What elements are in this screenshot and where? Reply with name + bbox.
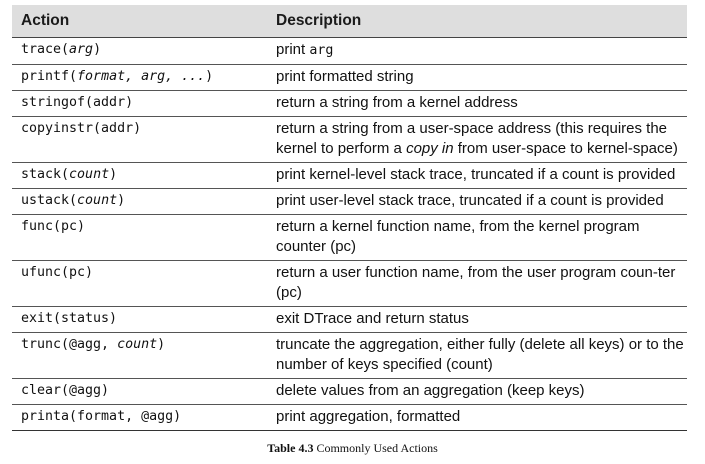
action-seg-0: copyinstr(addr): [21, 121, 142, 136]
description-cell: return a string from a kernel address: [265, 90, 687, 117]
column-header-action: Action: [12, 5, 265, 38]
description-seg-0: print user-level stack trace, truncated …: [276, 192, 664, 209]
table-row: ufunc(pc) return a user function name, fr…: [12, 260, 687, 307]
action-seg-0: stack(: [21, 167, 70, 182]
description-seg-0: print formatted string: [276, 68, 414, 85]
action-seg-0: stringof(addr): [21, 95, 134, 110]
table-row: stack(count) print kernel-level stack tra…: [12, 162, 687, 189]
action-cell: clear(@agg): [12, 378, 265, 405]
table-row: printa(format, @agg) print aggregation, f…: [12, 404, 687, 431]
description-cell: print aggregation, formatted: [265, 404, 687, 431]
caption-label: Table 4.3: [267, 441, 314, 455]
description-seg-0: truncate the aggregation, either fully (…: [276, 336, 684, 373]
action-cell: copyinstr(addr): [12, 116, 265, 163]
table-row: printf(format, arg, ...) print formatted …: [12, 64, 687, 91]
description-seg-0: return a string from a user-space addres…: [276, 120, 668, 157]
description-cell: truncate the aggregation, either fully (…: [265, 332, 687, 379]
action-cell: stringof(addr): [12, 90, 265, 117]
table-row: trace(arg)print arg: [12, 37, 687, 65]
action-cell: trace(arg): [12, 37, 265, 65]
caption-text: Commonly Used Actions: [316, 441, 438, 455]
action-seg-0: ustack(: [21, 193, 78, 208]
description-cell: delete values from an aggregation (keep …: [265, 378, 687, 405]
action-seg-0: printf(: [21, 69, 78, 84]
action-seg-0: clear(@agg): [21, 383, 110, 398]
table-row: trunc(@agg, count) truncate the aggregati…: [12, 332, 687, 379]
action-seg-1: count: [77, 193, 118, 208]
description-cell: print user-level stack trace, truncated …: [265, 188, 687, 215]
action-seg-0: trunc(@agg,: [21, 337, 118, 352]
description-seg-0: exit DTrace and return status: [276, 310, 469, 327]
table-row: func(pc) return a kernel function name, f…: [12, 214, 687, 261]
description-seg-0: delete values from an aggregation (keep …: [276, 382, 585, 399]
table-header-row: Action Description: [12, 5, 687, 38]
description-seg-0: return a user function name, from the us…: [276, 264, 676, 301]
action-seg-2: ): [109, 167, 118, 182]
description-seg-0: print kernel-level stack trace, truncate…: [276, 166, 676, 183]
action-seg-0: ufunc(pc): [21, 265, 94, 280]
action-seg-2: ): [157, 337, 166, 352]
action-cell: printa(format, @agg): [12, 404, 265, 431]
action-seg-1: count: [69, 167, 110, 182]
description-seg-0: return a string from a kernel address: [276, 94, 518, 111]
action-seg-2: ): [93, 42, 102, 57]
table-caption: Table 4.3 Commonly Used Actions: [0, 441, 705, 456]
action-seg-0: trace(: [21, 42, 70, 57]
action-cell: trunc(@agg, count): [12, 332, 265, 379]
action-cell: ustack(count): [12, 188, 265, 215]
description-seg-0: print aggregation, formatted: [276, 408, 461, 425]
action-seg-1: arg: [69, 42, 94, 57]
action-seg-0: printa(format, @agg): [21, 409, 182, 424]
table-row: exit(status) exit DTrace and return statu…: [12, 306, 687, 333]
action-cell: stack(count): [12, 162, 265, 189]
table-row: copyinstr(addr) return a string from a us…: [12, 116, 687, 163]
description-seg-0: print: [276, 41, 310, 58]
table-row: stringof(addr) return a string from a ker…: [12, 90, 687, 117]
description-seg-1: arg: [309, 43, 334, 58]
action-cell: exit(status): [12, 306, 265, 333]
table-row: clear(@agg) delete values from an aggrega…: [12, 378, 687, 405]
table-row: ustack(count) print user-level stack trac…: [12, 188, 687, 215]
action-cell: func(pc): [12, 214, 265, 261]
description-cell: return a string from a user-space addres…: [265, 116, 687, 163]
action-seg-0: exit(status): [21, 311, 118, 326]
description-cell: print formatted string: [265, 64, 687, 91]
action-seg-1: format, arg, ...: [77, 69, 206, 84]
description-cell: print arg: [265, 37, 687, 65]
description-cell: print kernel-level stack trace, truncate…: [265, 162, 687, 189]
action-seg-0: func(pc): [21, 219, 86, 234]
action-cell: printf(format, arg, ...): [12, 64, 265, 91]
action-seg-1: count: [117, 337, 158, 352]
column-header-description: Description: [265, 5, 687, 38]
action-seg-2: ): [205, 69, 214, 84]
description-seg-2: from user-space to kernel-space): [453, 140, 678, 157]
description-seg-0: return a kernel function name, from the …: [276, 218, 640, 255]
description-cell: return a kernel function name, from the …: [265, 214, 687, 261]
description-cell: return a user function name, from the us…: [265, 260, 687, 307]
description-cell: exit DTrace and return status: [265, 306, 687, 333]
description-seg-1: copy in: [406, 140, 454, 157]
action-seg-2: ): [117, 193, 126, 208]
action-cell: ufunc(pc): [12, 260, 265, 307]
